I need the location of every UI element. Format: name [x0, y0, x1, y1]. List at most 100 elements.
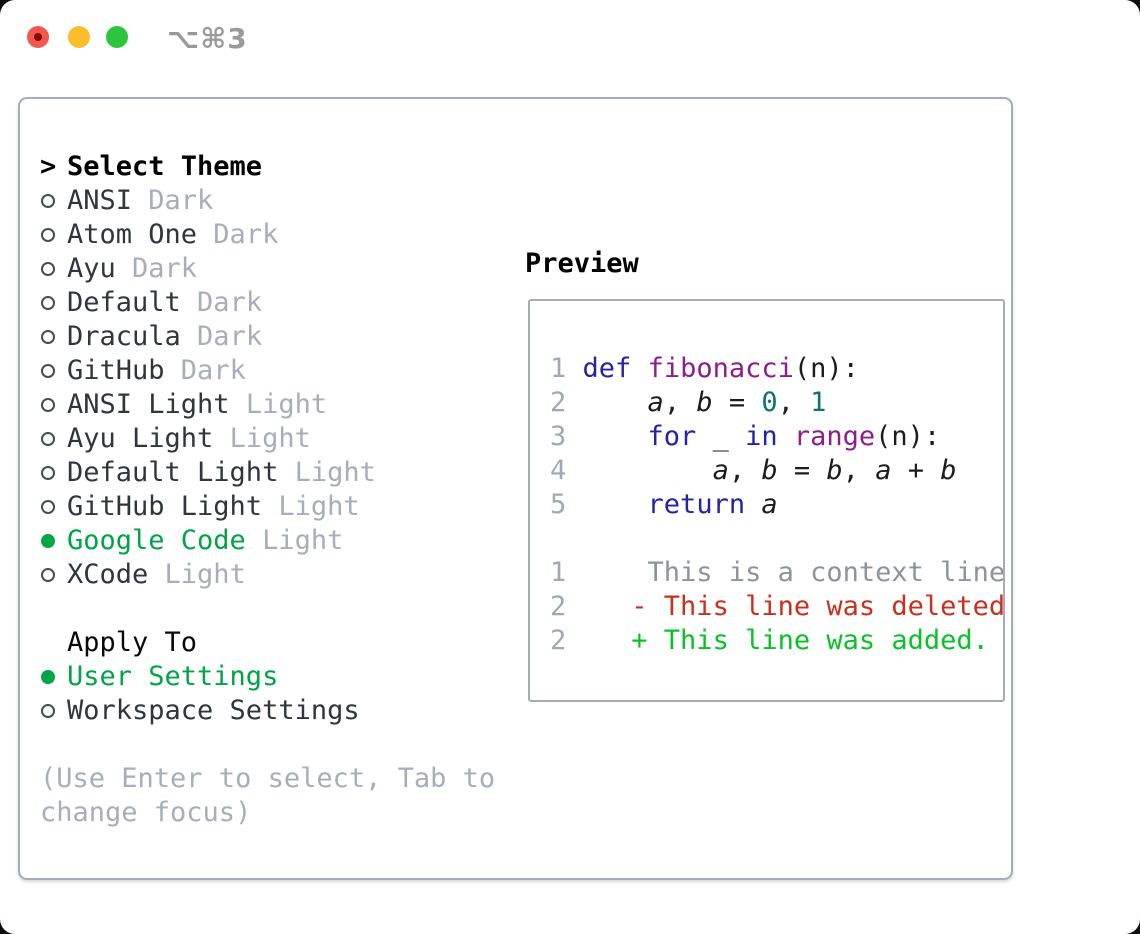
code-token-keyword: return: [647, 489, 746, 520]
apply-to-option[interactable]: Workspace Settings: [40, 694, 510, 728]
radio-unselected-icon: [40, 490, 67, 524]
radio-unselected-icon: [40, 252, 67, 286]
radio-unselected-icon: [40, 456, 67, 490]
code-line: 5 return a: [550, 488, 1003, 522]
code-token-plain: +: [891, 455, 941, 486]
radio-unselected-icon: [40, 320, 67, 354]
theme-option[interactable]: Ayu Light Light: [40, 422, 510, 456]
code-token-plain: (n):: [875, 421, 941, 452]
code-token-plain: [566, 455, 712, 486]
select-theme-header-row: > Select Theme: [40, 150, 510, 184]
radio-unselected-icon: [40, 354, 67, 388]
apply-to-header: Apply To: [67, 627, 198, 658]
code-token-variable: b: [940, 455, 957, 486]
theme-variant-label: Light: [245, 525, 344, 556]
code-token-plain: [566, 421, 647, 452]
theme-option[interactable]: XCode Light: [40, 558, 510, 592]
theme-variant-label: Light: [213, 423, 311, 454]
code-token-deleted: - This line was deleted.: [566, 591, 1005, 622]
code-line: 4 a, b = b, a + b: [550, 454, 1003, 488]
theme-option[interactable]: Default Light Light: [40, 456, 510, 490]
code-token-plain: [778, 421, 794, 452]
code-line: 2 + This line was added.: [550, 624, 1003, 658]
line-number: 2: [550, 625, 567, 656]
theme-name: Ayu Light: [67, 423, 214, 454]
theme-option[interactable]: ANSI Light Light: [40, 388, 510, 422]
marker-spacer: [40, 626, 67, 660]
code-token-plain: ,: [842, 455, 876, 486]
theme-name: ANSI Light: [67, 389, 230, 420]
code-token-plain: =: [712, 387, 762, 418]
select-theme-header: Select Theme: [67, 151, 263, 182]
code-token-added: + This line was added.: [566, 625, 989, 656]
theme-option[interactable]: Dracula Dark: [40, 320, 510, 354]
code-token-plain: (n):: [793, 353, 859, 384]
theme-variant-label: Light: [262, 491, 360, 522]
code-line: 1 This is a context line.: [550, 556, 1003, 590]
code-token-plain: [566, 489, 647, 520]
theme-name: XCode: [67, 559, 149, 590]
theme-option[interactable]: GitHub Light Light: [40, 490, 510, 524]
line-number: 2: [550, 591, 567, 622]
theme-option[interactable]: Default Dark: [40, 286, 510, 320]
code-token-plain: ,: [777, 387, 811, 418]
code-token-variable: b: [696, 387, 713, 418]
theme-variant-label: Dark: [132, 185, 214, 216]
spacer: [40, 592, 510, 626]
line-number: 1: [550, 557, 567, 588]
line-number: [550, 523, 566, 554]
code-token-plain: [566, 387, 647, 418]
line-number: 1: [550, 353, 567, 384]
theme-name: Default: [67, 287, 181, 318]
minimize-button[interactable]: [68, 26, 90, 48]
close-button[interactable]: [27, 26, 49, 48]
theme-option[interactable]: Atom One Dark: [40, 218, 510, 252]
code-token-number: 0: [761, 387, 778, 418]
theme-variant-label: Dark: [180, 321, 263, 352]
theme-variant-label: Dark: [197, 219, 279, 250]
code-token-plain: [566, 353, 582, 384]
apply-to-option[interactable]: User Settings: [40, 660, 510, 694]
theme-option[interactable]: Ayu Dark: [40, 252, 510, 286]
theme-option[interactable]: Google Code Light: [40, 524, 510, 558]
code-token-variable: b: [826, 455, 843, 486]
theme-variant-label: Dark: [180, 287, 263, 318]
code-token-plain: [631, 353, 647, 384]
spacer: [40, 728, 510, 762]
code-line: 1 def fibonacci(n):: [550, 352, 1003, 386]
line-number: 4: [550, 455, 567, 486]
theme-variant-label: Dark: [164, 355, 246, 386]
preview-header: Preview: [525, 248, 639, 279]
theme-option[interactable]: ANSI Dark: [40, 184, 510, 218]
code-token-context: This is a context line.: [566, 557, 1005, 588]
zoom-button[interactable]: [106, 26, 128, 48]
theme-option[interactable]: GitHub Dark: [40, 354, 510, 388]
theme-name: GitHub Light: [67, 491, 263, 522]
theme-variant-label: Light: [148, 559, 246, 590]
line-number: 3: [550, 421, 567, 452]
radio-unselected-icon: [40, 286, 67, 320]
code-line: 3 for _ in range(n):: [550, 420, 1003, 454]
prompt-caret-icon: >: [40, 151, 57, 182]
apply-to-label: User Settings: [67, 661, 279, 692]
code-token-plain: =: [777, 455, 827, 486]
line-number: 2: [550, 387, 567, 418]
code-line: 2 - This line was deleted.: [550, 590, 1003, 624]
theme-name: Dracula: [67, 321, 181, 352]
code-token-variable: a: [761, 489, 778, 520]
window-title: ⌥⌘3: [167, 22, 248, 55]
line-number: 5: [550, 489, 567, 520]
theme-variant-label: Light: [278, 457, 376, 488]
help-text: (Use Enter to select, Tab to change focu…: [40, 763, 496, 828]
apply-to-label: Workspace Settings: [67, 695, 360, 726]
theme-name: Google Code: [67, 525, 246, 556]
theme-name: Default Light: [67, 457, 279, 488]
window-titlebar: ⌥⌘3: [0, 0, 1140, 76]
code-token-variable: a: [712, 455, 729, 486]
radio-unselected-icon: [40, 558, 67, 592]
